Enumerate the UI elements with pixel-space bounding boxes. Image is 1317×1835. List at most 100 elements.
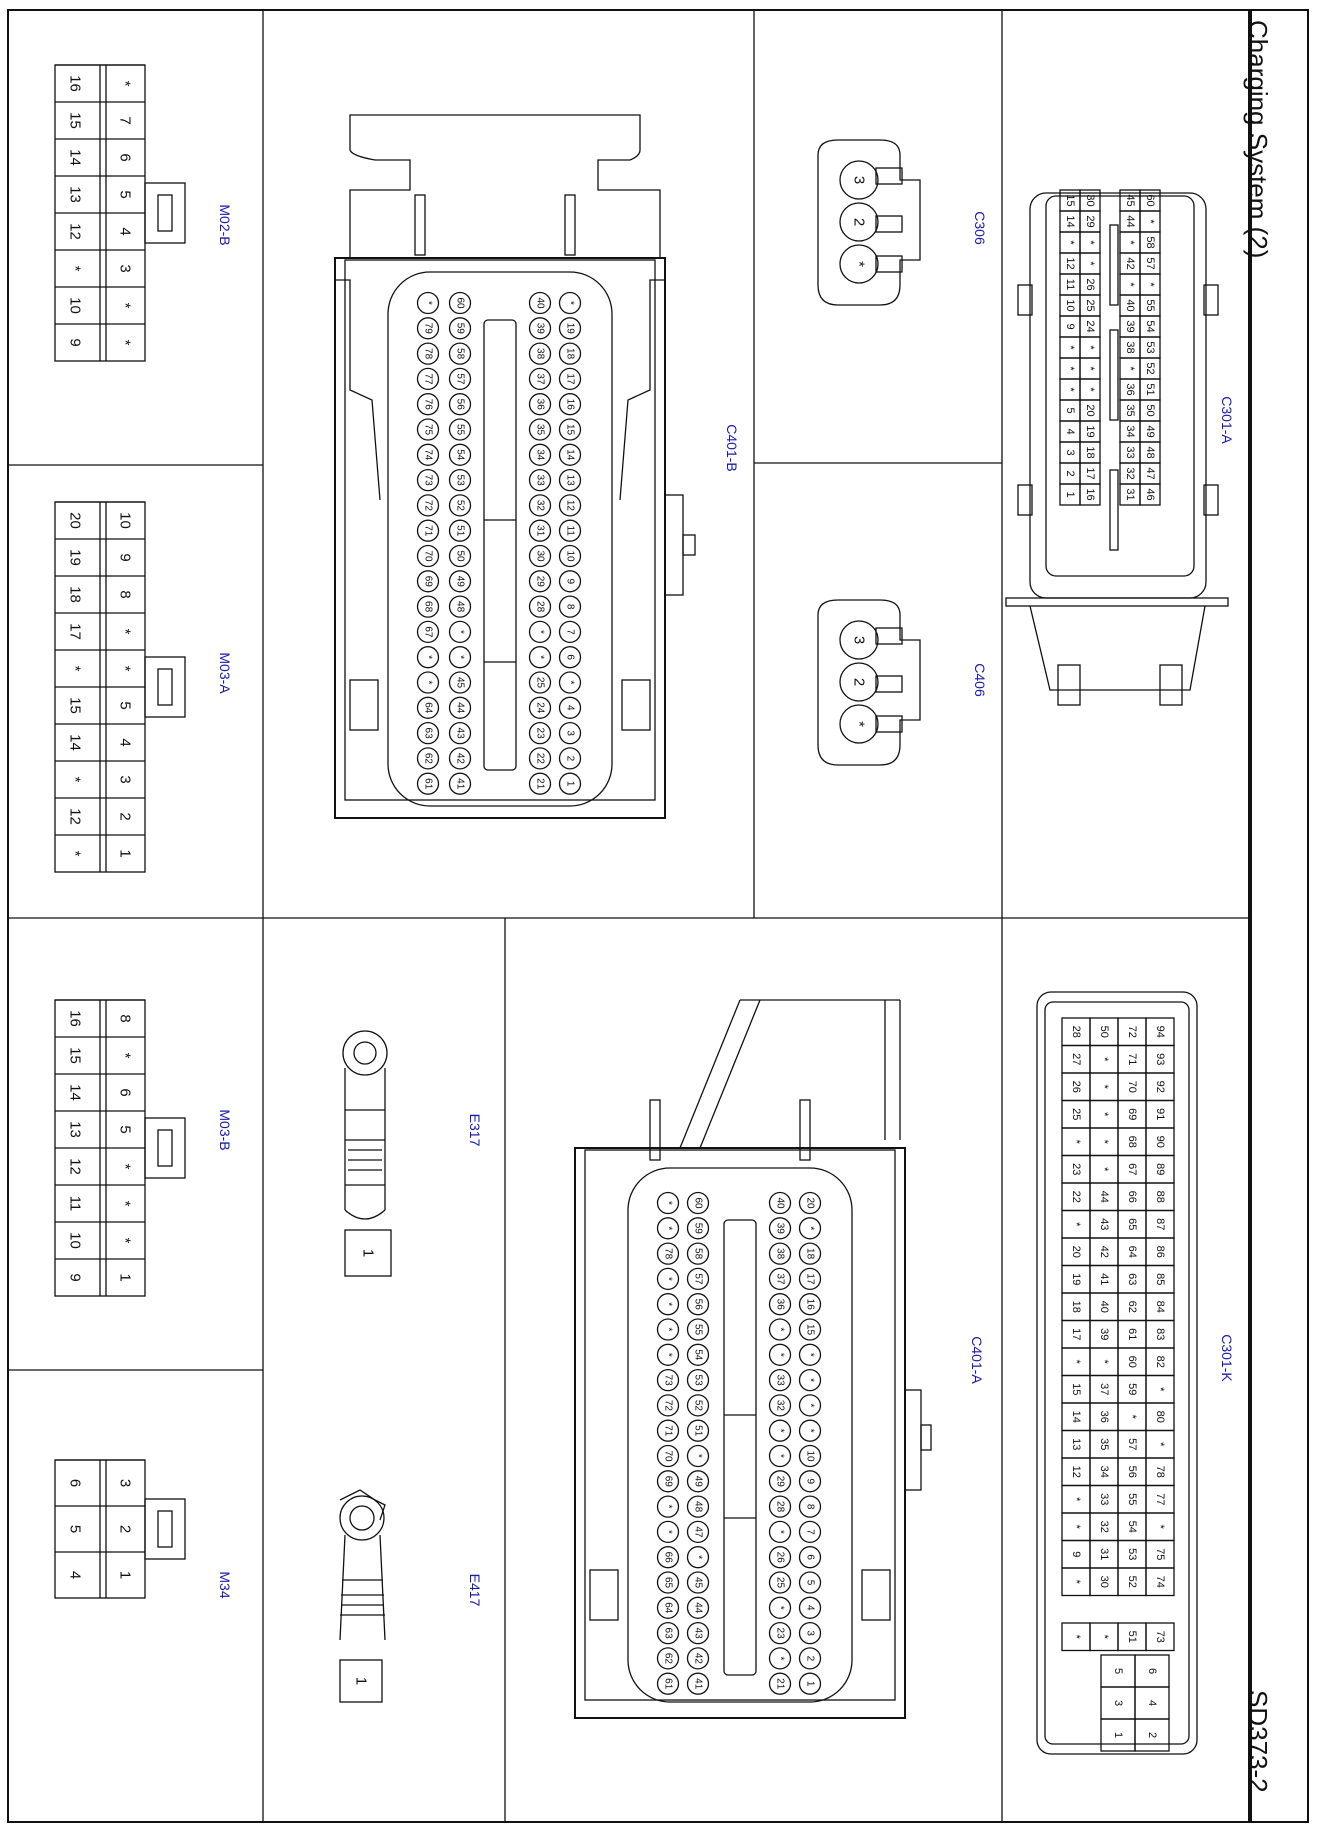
- c401b-pin-cavity: [416, 747, 440, 770]
- c401b-pin-number: 62: [423, 753, 434, 765]
- c301k-pin-number: 84: [1154, 1301, 1166, 1313]
- c301a-pin-number: 3: [1064, 449, 1076, 455]
- c401b-pin-cavity: [528, 772, 552, 795]
- c301a-pin-number: *: [1144, 219, 1156, 224]
- c401b-pin-cavity: [416, 646, 440, 669]
- c401a-pin-number: 66: [663, 1552, 674, 1564]
- c301k-pin-number: 3: [1112, 1700, 1124, 1706]
- c401a-pin-cavity: [656, 1191, 680, 1215]
- c401b-pin-number: 61: [423, 778, 434, 790]
- c301a-pin-number: 36: [1124, 383, 1136, 395]
- label-c306: C306: [972, 211, 988, 245]
- c301k-pin-number: 44: [1098, 1191, 1110, 1203]
- c301a-pin-number: 54: [1144, 320, 1156, 332]
- c301a-pin-number: 44: [1124, 215, 1136, 227]
- m03a-pin-number: 9: [117, 553, 134, 561]
- c301a-pin-number: 53: [1144, 341, 1156, 353]
- c401b-pin-number: 12: [565, 500, 576, 512]
- c401b-pin-cavity: [416, 468, 440, 492]
- c401a-pin-cavity: [798, 1444, 822, 1468]
- c406-pin-number: 3: [851, 636, 868, 644]
- c401a-pin-number: 70: [663, 1450, 674, 1462]
- c401b-pin-cavity: [558, 342, 582, 365]
- c401a-pin-number: *: [663, 1353, 674, 1357]
- c301a-pin-number: 49: [1144, 425, 1156, 437]
- c401b-pin-cavity: [528, 570, 552, 593]
- c301a-pin-number: *: [1064, 387, 1076, 392]
- c401b-housing: [334, 114, 696, 819]
- c401b-pin-cavity: [528, 544, 552, 568]
- m03a-pin-number: 2: [117, 812, 134, 820]
- c401a-pin-cavity: [768, 1318, 792, 1341]
- m03b-pin-number: 10: [67, 1232, 84, 1249]
- c301a-pin-grid: 60*5857*555453525150494847464544*42*4039…: [1059, 189, 1161, 506]
- c301k-pin-cell: [1061, 1622, 1091, 1652]
- c401b-pin-cavity: [448, 342, 472, 365]
- c401a-pin-number: 3: [805, 1630, 816, 1636]
- c301k-pin-number: *: [1070, 1497, 1082, 1502]
- c401b-pin-number: 58: [455, 348, 466, 360]
- label-m03b: M03-B: [217, 1109, 233, 1150]
- c401a-pin-cavity: [768, 1621, 792, 1645]
- c401a-pin-cavity: [656, 1242, 680, 1265]
- c401b-pin-cavity: [416, 418, 440, 441]
- c401b-pin-number: 35: [535, 424, 546, 436]
- c401a-pin-cavity: [656, 1596, 680, 1619]
- c401a-pin-number: 42: [693, 1653, 704, 1665]
- c401b-pin-number: 67: [423, 626, 434, 638]
- m03b-pin-number: 11: [67, 1196, 84, 1212]
- m03a-pin-number: 8: [117, 590, 134, 598]
- c401a-pin-cavity: [686, 1444, 710, 1468]
- c401b-pin-cavity: [416, 443, 440, 466]
- label-m02b: M02-B: [217, 204, 233, 245]
- label-m34: M34: [217, 1571, 233, 1598]
- c401b-pin-number: 23: [535, 728, 546, 740]
- c401a-pin-number: 36: [775, 1299, 786, 1311]
- m03a-pin-number: 1: [117, 849, 134, 857]
- c301k-pin-number: 90: [1154, 1136, 1166, 1148]
- c401b-pin-cavity: [448, 544, 472, 568]
- c401a-pin-cavity: [798, 1546, 822, 1569]
- c401a-pin-cavity: [686, 1267, 710, 1291]
- c401a-pin-number: 47: [693, 1526, 704, 1538]
- c401a-pin-number: 5: [805, 1580, 816, 1586]
- c401a-pin-cavity: [656, 1343, 680, 1366]
- c401a-pin-number: 23: [775, 1628, 786, 1640]
- c401b-pin-number: 40: [535, 297, 546, 309]
- c301k-pin-number: 57: [1126, 1438, 1138, 1450]
- c401a-pin-number: 20: [805, 1197, 816, 1209]
- c401b-pin-cavity: [528, 519, 552, 542]
- c401b-pin-number: 4: [565, 705, 576, 711]
- c401a-pin-number: *: [663, 1505, 674, 1509]
- c401a-pin-number: 38: [775, 1248, 786, 1260]
- c401a-pin-cavity: [798, 1343, 822, 1366]
- page-code: SD373-2: [1243, 1690, 1273, 1793]
- c401a-pin-cavity: [686, 1621, 710, 1645]
- c301k-pin-number: 83: [1154, 1328, 1166, 1340]
- m34-pin-number: 6: [67, 1479, 84, 1487]
- c401b-pin-cavity: [448, 772, 472, 795]
- c401a-pin-cavity: [656, 1217, 680, 1240]
- c401a-pin-cavity: [686, 1672, 710, 1695]
- c301k-pin-number: 82: [1154, 1356, 1166, 1368]
- c301a-pin-number: 11: [1064, 279, 1076, 290]
- c401b-pin-number: *: [565, 301, 576, 305]
- c401a-pin-cavity: [798, 1368, 822, 1392]
- c401a-pin-cavity: [656, 1368, 680, 1392]
- c401b-pin-number: 10: [565, 550, 576, 562]
- c401b-pin-cavity: [528, 468, 552, 492]
- m02b-pin-number: 6: [117, 153, 134, 161]
- m03a-latch: [157, 668, 173, 706]
- c301k-pin-number: 62: [1126, 1301, 1138, 1313]
- c401a-pin-number: *: [663, 1302, 674, 1306]
- c401b-pin-cavity: [558, 291, 582, 315]
- c301k-pin-number: 50: [1098, 1026, 1110, 1038]
- c301k-pin-number: *: [1098, 1360, 1110, 1365]
- c401a-pin-number: 2: [805, 1656, 816, 1662]
- c301k-pin-number: 18: [1070, 1301, 1082, 1313]
- c301k-pin-number: 94: [1154, 1026, 1166, 1038]
- m02b-pin-number: *: [117, 303, 134, 309]
- m03a-pin-number: *: [67, 851, 84, 857]
- c401a-pin-number: *: [663, 1277, 674, 1281]
- c401b-pin-number: 25: [535, 677, 546, 689]
